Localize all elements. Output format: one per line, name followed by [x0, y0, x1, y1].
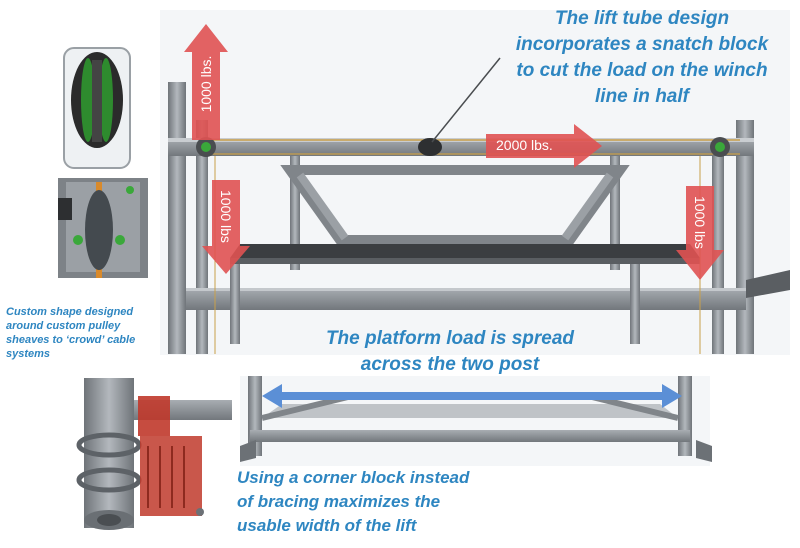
load-arrow-down-left — [202, 180, 250, 274]
snatch-block — [418, 138, 442, 156]
callout-pulley: Custom shape designed around custom pull… — [6, 305, 166, 361]
platform-span-arrow — [262, 384, 682, 408]
callout-platform-line-1: The platform load is spread — [325, 328, 575, 349]
callout-corner-line-1: Using a corner block instead — [237, 468, 470, 487]
load-label-down-left: 1000 lbs — [218, 190, 234, 243]
load-label-up-left: 1000 lbs. — [198, 55, 214, 113]
callout-lift-tube-line-4: line in half — [595, 86, 689, 107]
callout-platform: The platform load is spread across the t… — [305, 326, 595, 378]
callout-lift-tube-line-3: to cut the load on the winch — [516, 60, 768, 81]
load-label-horizontal: 2000 lbs. — [496, 137, 553, 153]
callout-pulley-line-3: sheaves to ‘crowd’ cable — [6, 334, 136, 346]
snatch-block-leader-line — [431, 57, 501, 143]
load-arrow-up-left — [184, 24, 228, 140]
load-label-down-right: 1000 lbs — [692, 196, 708, 249]
callout-corner-block: Using a corner block instead of bracing … — [237, 466, 517, 538]
callout-platform-line-2: across the two post — [360, 354, 540, 375]
callout-corner-line-2: of bracing maximizes the — [237, 492, 441, 511]
callout-pulley-line-2: around custom pulley — [6, 320, 121, 332]
callout-pulley-line-1: Custom shape designed — [6, 306, 134, 318]
callout-lift-tube-line-1: The lift tube design — [554, 8, 730, 29]
lift-frame-bottom — [240, 376, 712, 466]
load-arrow-down-right — [676, 186, 724, 280]
callout-lift-tube: The lift tube design incorporates a snat… — [494, 6, 790, 110]
pulley-detail — [58, 47, 148, 278]
load-arrow-horizontal — [486, 124, 602, 168]
callout-pulley-line-4: systems — [6, 348, 51, 360]
corner-block-detail — [72, 378, 232, 538]
callout-lift-tube-line-2: incorporates a snatch block — [515, 34, 769, 55]
callout-corner-line-3: usable width of the lift — [237, 516, 417, 535]
lift-frame-top — [160, 10, 790, 355]
